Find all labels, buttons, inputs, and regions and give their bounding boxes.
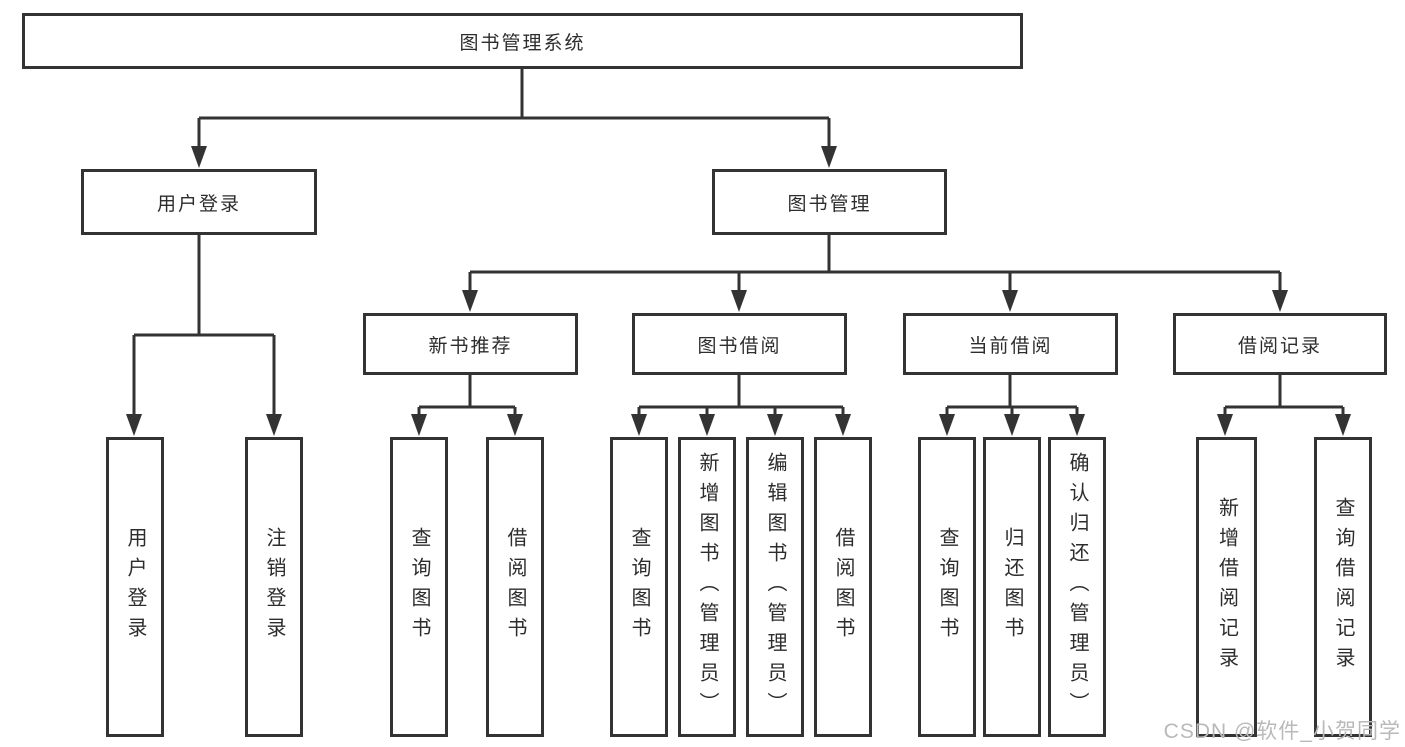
connector-current-borrow-to-leaves — [939, 375, 1085, 436]
arrowhead-icon — [411, 414, 427, 436]
leaf-label: 新增借阅记录 — [1215, 497, 1238, 677]
arrowhead-icon — [462, 290, 478, 312]
connector-root-to-level2 — [191, 69, 837, 168]
node-book-borrow: 图书借阅 — [632, 313, 847, 375]
leaf-label: 借阅图书 — [832, 527, 854, 647]
leaf-label: 查询图书 — [936, 527, 958, 647]
node-leaf-add-book-admin: 新增图书（管理员） — [678, 437, 736, 737]
arrowhead-icon — [1002, 290, 1018, 312]
leaf-label: 查询借阅记录 — [1332, 497, 1354, 677]
node-leaf-logout: 注销登录 — [245, 437, 303, 737]
leaf-label: 归还图书 — [1001, 527, 1023, 647]
node-leaf-borrow-book: 借阅图书 — [814, 437, 872, 737]
arrowhead-icon — [835, 414, 851, 436]
connector-new-book-recommend-to-leaves — [411, 375, 523, 436]
leaf-label: 编辑图书（管理员） — [764, 452, 786, 722]
connector-user-login-to-leaves — [126, 235, 282, 436]
connector-book-borrow-to-leaves — [631, 375, 851, 436]
node-leaf-query-borrow-record: 查询借阅记录 — [1314, 437, 1372, 737]
connector-book-management-to-level3 — [462, 235, 1288, 312]
node-root: 图书管理系统 — [22, 13, 1023, 69]
arrowhead-icon — [126, 414, 142, 436]
arrowhead-icon — [1272, 290, 1288, 312]
node-user-login: 用户登录 — [81, 169, 317, 235]
node-leaf-query-book-recommend: 查询图书 — [390, 437, 448, 737]
arrowhead-icon — [939, 414, 955, 436]
arrowhead-icon — [1004, 414, 1020, 436]
watermark-csdn: CSDN @软件_小贺同学 — [1163, 720, 1401, 743]
leaf-label: 借阅图书 — [504, 527, 526, 647]
leaf-label: 确认归还（管理员） — [1066, 452, 1088, 722]
node-leaf-edit-book-admin: 编辑图书（管理员） — [746, 437, 804, 737]
connector-borrow-record-to-leaves — [1217, 375, 1351, 436]
node-leaf-return-book: 归还图书 — [983, 437, 1041, 737]
arrowhead-icon — [821, 146, 837, 168]
arrowhead-icon — [1217, 414, 1233, 436]
arrowhead-icon — [1335, 414, 1351, 436]
leaf-label: 查询图书 — [408, 527, 430, 647]
arrowhead-icon — [1069, 414, 1085, 436]
leaf-label: 注销登录 — [263, 527, 285, 647]
arrowhead-icon — [266, 414, 282, 436]
arrowhead-icon — [191, 146, 207, 168]
node-leaf-add-borrow-record: 新增借阅记录 — [1196, 437, 1257, 737]
node-leaf-query-book-current: 查询图书 — [918, 437, 976, 737]
arrowhead-icon — [731, 290, 747, 312]
node-leaf-confirm-return-admin: 确认归还（管理员） — [1048, 437, 1106, 737]
node-leaf-query-book-borrow: 查询图书 — [610, 437, 668, 737]
leaf-label: 查询图书 — [628, 527, 650, 647]
arrowhead-icon — [631, 414, 647, 436]
leaf-label: 用户登录 — [124, 527, 146, 647]
arrowhead-icon — [507, 414, 523, 436]
node-current-borrow: 当前借阅 — [903, 313, 1118, 375]
node-leaf-user-login: 用户登录 — [106, 437, 164, 737]
node-borrow-record: 借阅记录 — [1173, 313, 1387, 375]
node-new-book-recommend: 新书推荐 — [363, 313, 578, 375]
arrowhead-icon — [699, 414, 715, 436]
node-book-management: 图书管理 — [712, 169, 947, 235]
arrowhead-icon — [767, 414, 783, 436]
node-leaf-borrow-book-recommend: 借阅图书 — [486, 437, 544, 737]
leaf-label: 新增图书（管理员） — [696, 452, 718, 722]
